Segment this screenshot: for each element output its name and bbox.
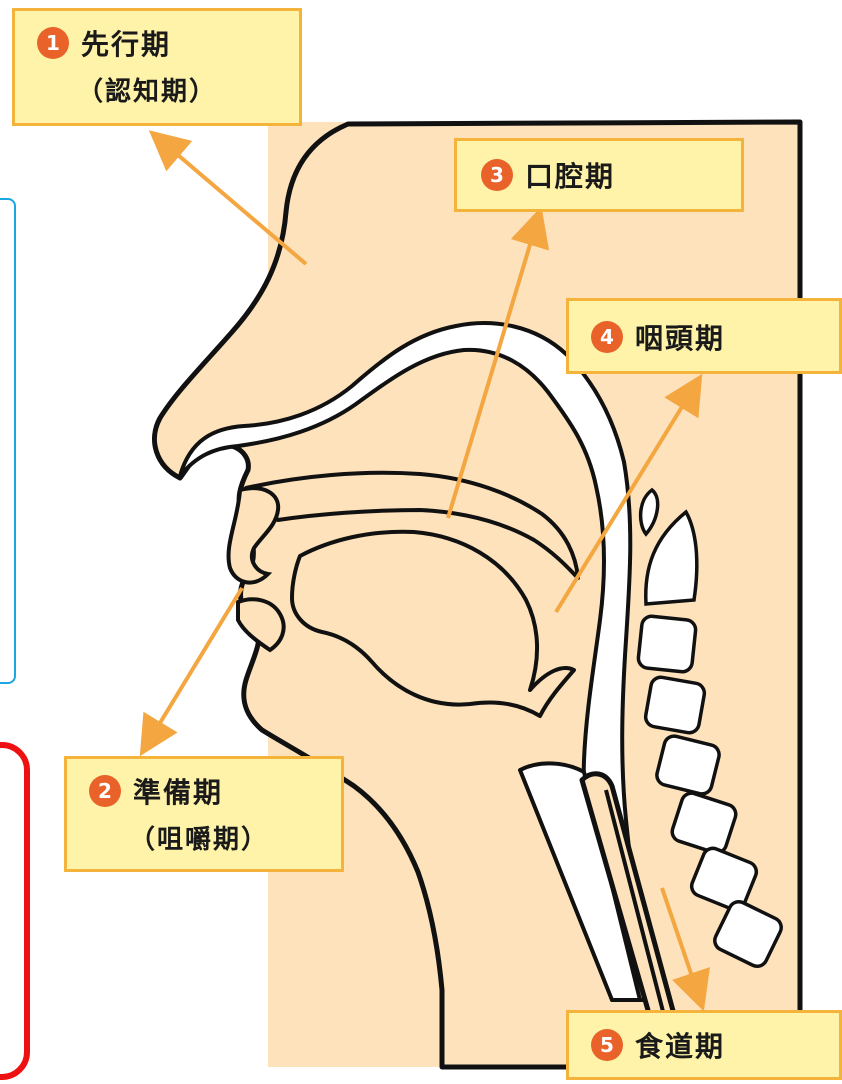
vertebra-c2 bbox=[637, 615, 696, 672]
stage-1-sub: （認知期） bbox=[37, 71, 299, 108]
badge-stage-5: 5 bbox=[591, 1029, 623, 1061]
vertebra-c3 bbox=[644, 676, 706, 735]
stage-1-title: 先行期 bbox=[81, 23, 171, 63]
label-stage-4: 4 咽頭期 bbox=[566, 298, 842, 374]
red-frame bbox=[0, 742, 30, 1080]
badge-stage-3: 3 bbox=[481, 159, 513, 191]
label-stage-5: 5 食道期 bbox=[566, 1010, 842, 1080]
lower-lip bbox=[238, 599, 284, 650]
vertebra-c4 bbox=[655, 734, 721, 796]
blue-frame bbox=[0, 198, 16, 684]
label-stage-1: 1 先行期 （認知期） bbox=[12, 8, 302, 126]
arrow-stage-2 bbox=[146, 588, 242, 746]
stage-5-title: 食道期 bbox=[635, 1025, 725, 1065]
stage-2-title: 準備期 bbox=[133, 771, 223, 811]
badge-stage-2: 2 bbox=[89, 775, 121, 807]
stage-4-title: 咽頭期 bbox=[635, 317, 725, 357]
stage-3-title: 口腔期 bbox=[525, 155, 615, 195]
label-stage-3: 3 口腔期 bbox=[454, 138, 744, 212]
label-stage-2: 2 準備期 （咀嚼期） bbox=[64, 756, 344, 872]
badge-stage-1: 1 bbox=[37, 27, 69, 59]
stage-2-sub: （咀嚼期） bbox=[89, 819, 341, 856]
badge-stage-4: 4 bbox=[591, 321, 623, 353]
